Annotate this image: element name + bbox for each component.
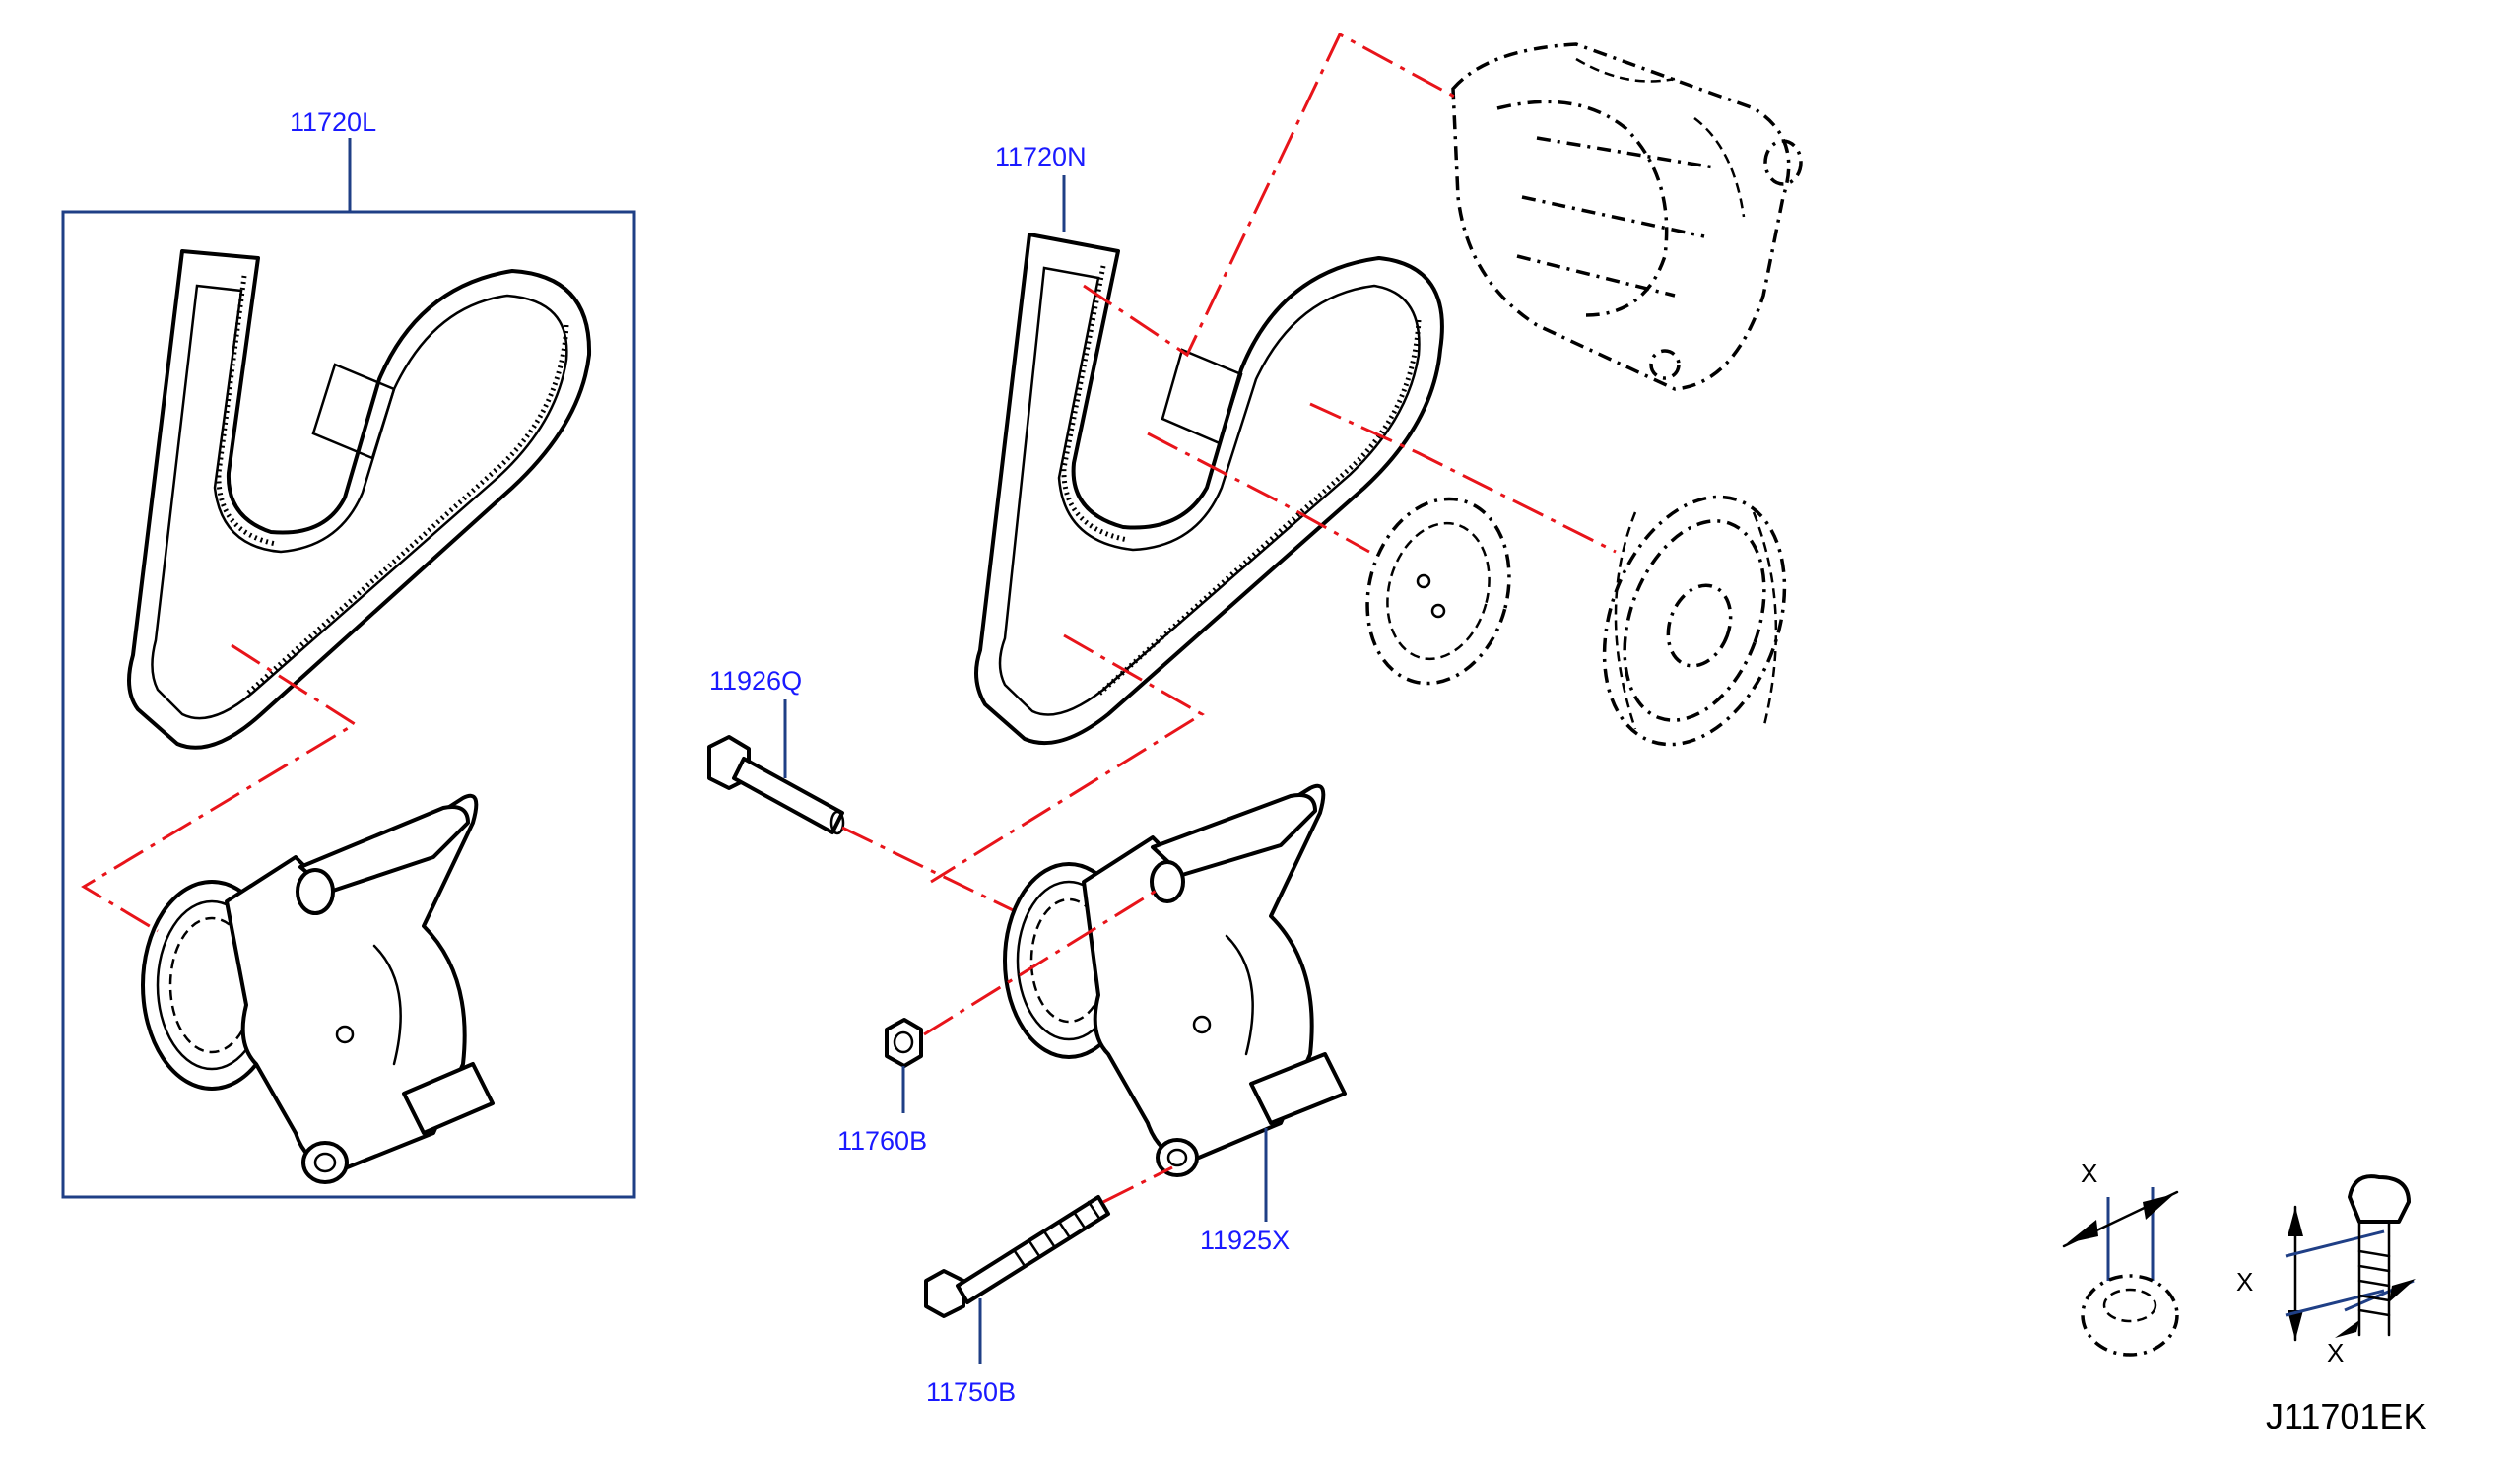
- callout-11925x[interactable]: 11925X: [1200, 1226, 1290, 1255]
- crank-pulley-phantom: [1602, 495, 1787, 747]
- diagram-code: J11701EK: [2266, 1396, 2426, 1436]
- phantom-line-nut: [923, 885, 1163, 1036]
- dimension-x-nut: X: [2081, 1159, 2097, 1188]
- bolt-11926q[interactable]: [707, 735, 845, 835]
- dimension-x-bolt-thread: X: [2327, 1338, 2344, 1367]
- drive-belt-right[interactable]: [974, 233, 1444, 746]
- dimension-x-bolt-length: X: [2236, 1267, 2253, 1296]
- phantom-line-tensioner: [930, 633, 1205, 884]
- bolt-11750b[interactable]: [924, 1195, 1110, 1318]
- callout-11720l[interactable]: 11720L: [290, 107, 376, 137]
- callout-11750b[interactable]: 11750B: [926, 1377, 1016, 1407]
- phantom-line-bolt-lower: [1102, 1165, 1173, 1204]
- callout-11926q[interactable]: 11926Q: [709, 666, 802, 696]
- tensioner-right[interactable]: [1003, 783, 1347, 1177]
- drive-belt-left[interactable]: [127, 249, 592, 750]
- callout-11720n[interactable]: 11720N: [995, 142, 1087, 171]
- nut-11760b[interactable]: [885, 1018, 923, 1068]
- detail-nut-dimension: X: [2062, 1159, 2179, 1357]
- callout-11760b[interactable]: 11760B: [837, 1126, 927, 1156]
- idler-pulley-phantom: [1365, 497, 1511, 686]
- tensioner-left[interactable]: [141, 793, 495, 1184]
- phantom-line-left: [81, 643, 358, 933]
- phantom-line-alternator: [1083, 32, 1459, 358]
- alternator-phantom: [1451, 42, 1803, 391]
- detail-bolt-dimension: X X: [2236, 1174, 2416, 1367]
- phantom-line-crank: [1309, 402, 1617, 554]
